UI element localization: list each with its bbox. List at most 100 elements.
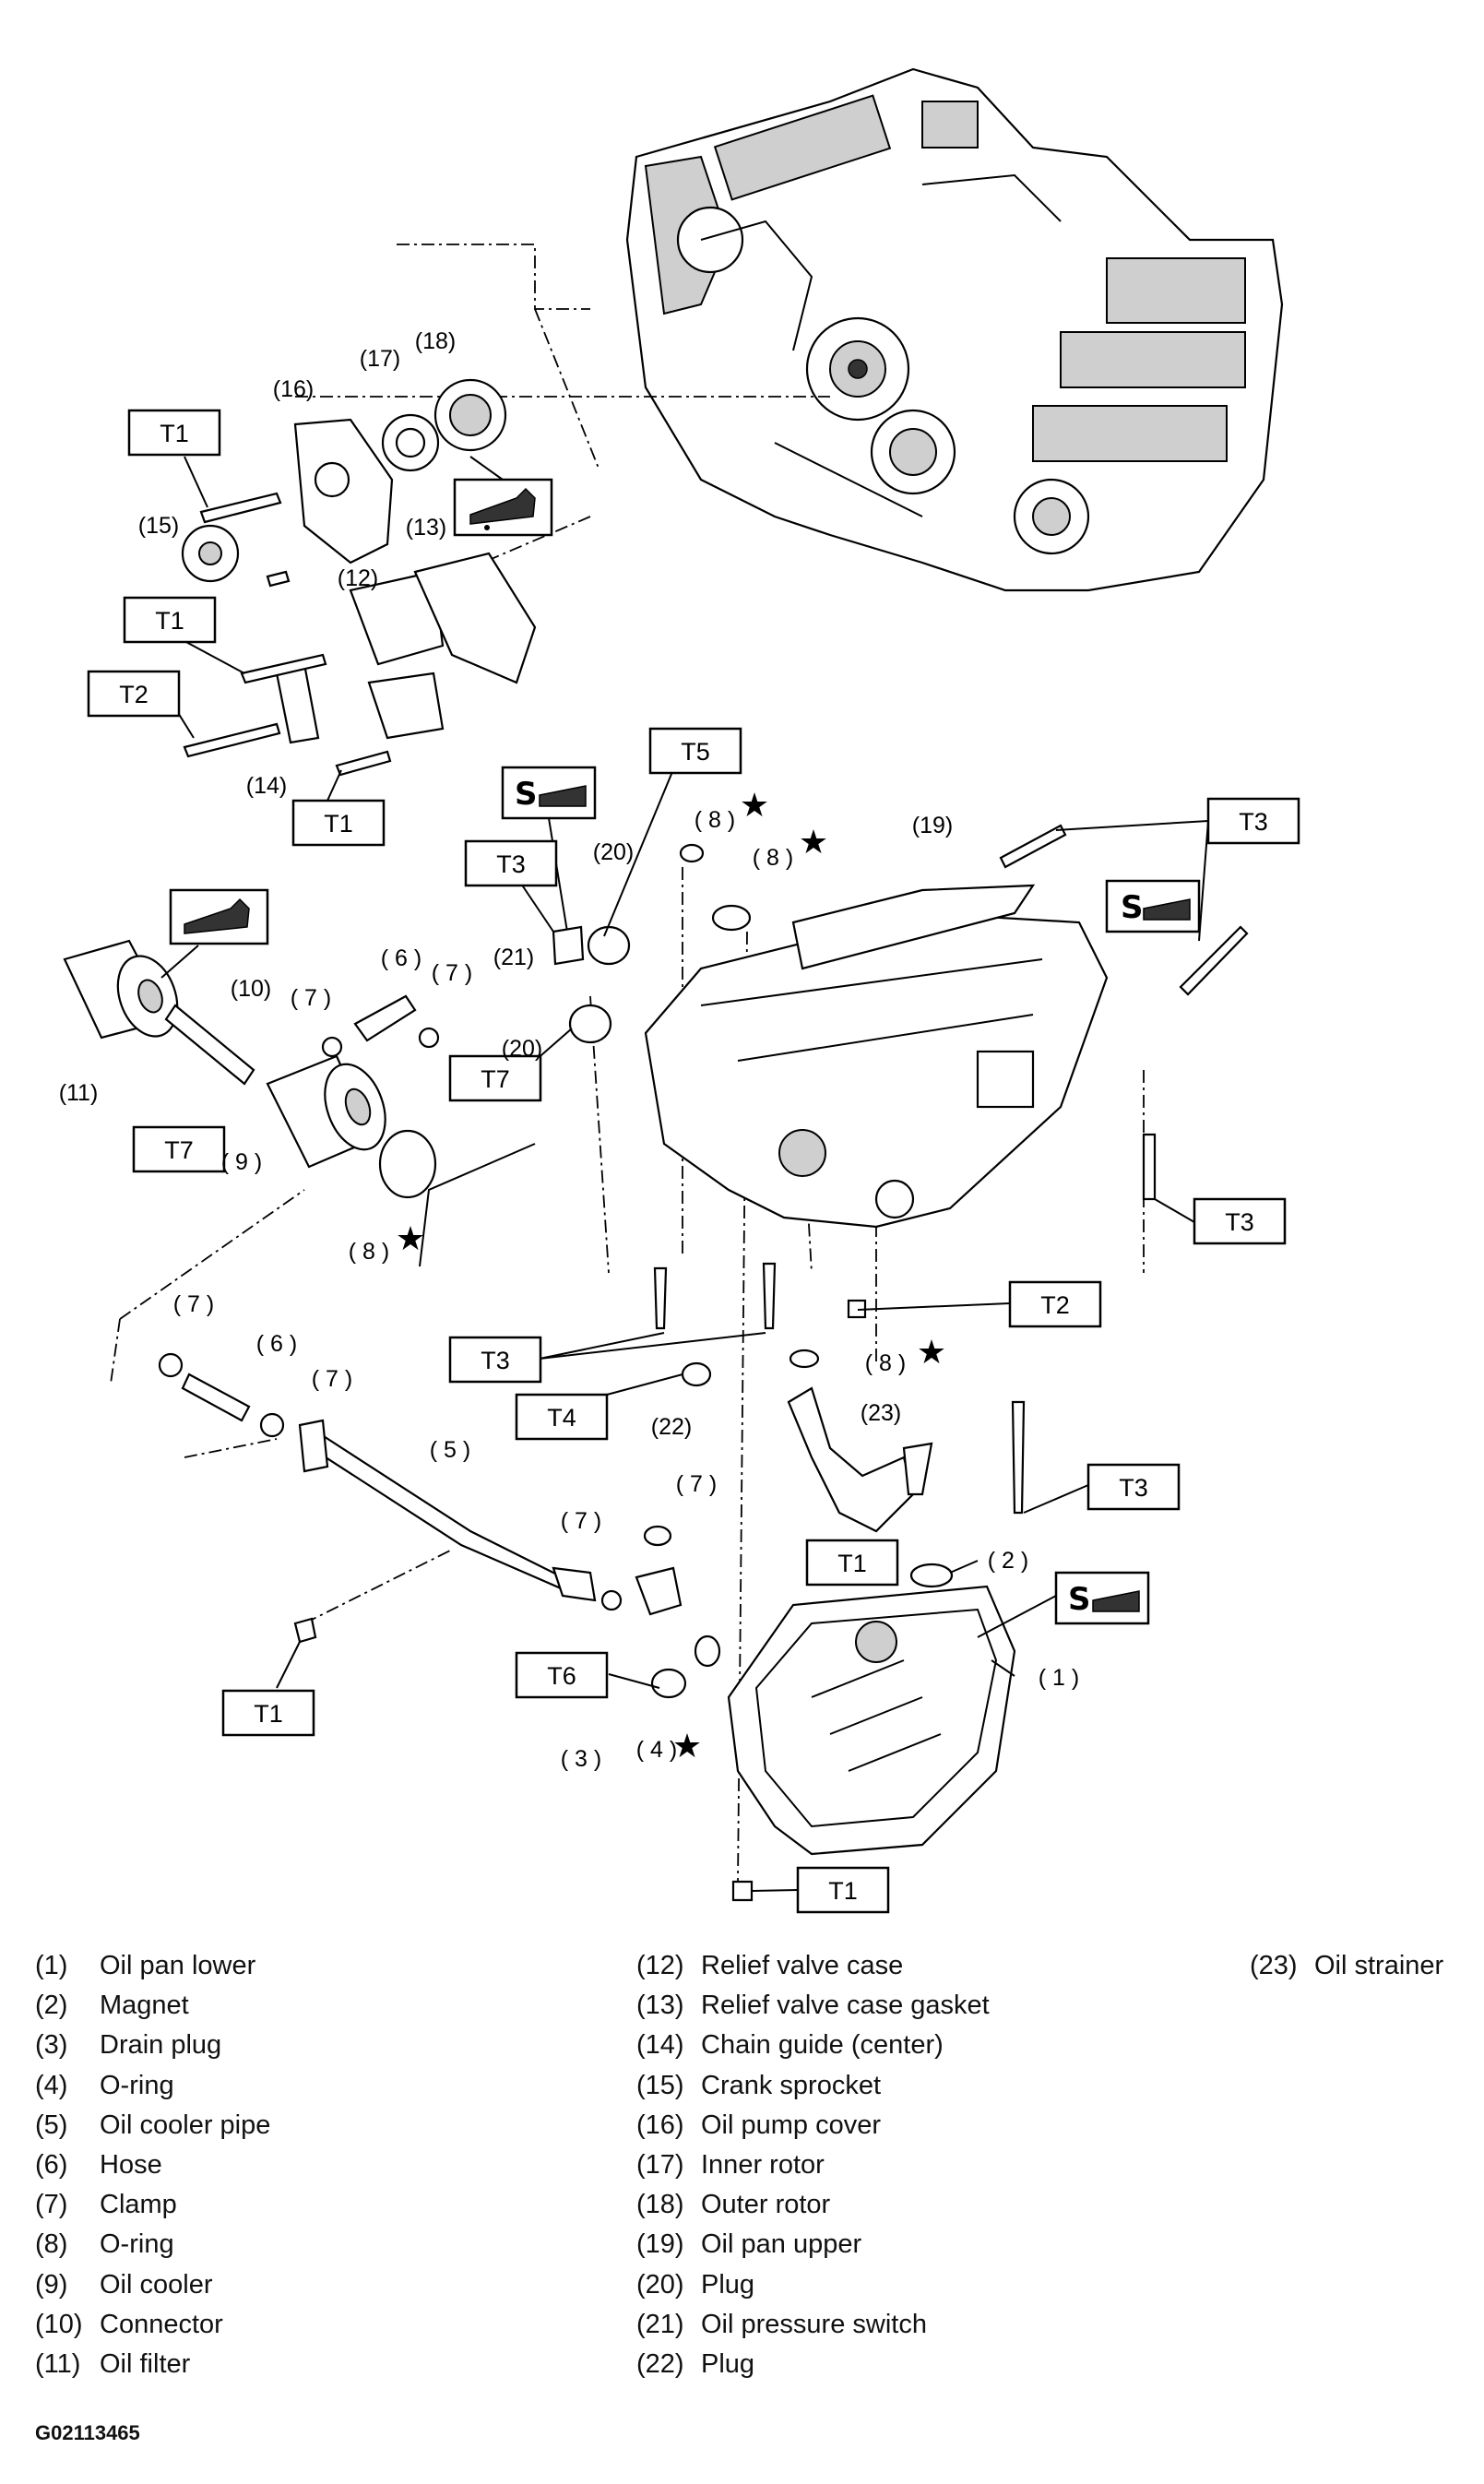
torque-label-t3-studs: T3 xyxy=(1206,797,1300,845)
legend-row: (22)Plug xyxy=(636,2349,990,2389)
legend-number: (18) xyxy=(636,2190,684,2220)
callout-7: ( 7 ) xyxy=(291,985,331,1011)
svg-text:T1: T1 xyxy=(828,1877,858,1905)
callout-7: ( 7 ) xyxy=(561,1508,601,1534)
sealant-symbol: S xyxy=(1105,879,1201,933)
legend-number: (12) xyxy=(636,1951,684,1980)
svg-text:S: S xyxy=(1068,1581,1091,1618)
legend-number: (7) xyxy=(35,2190,68,2220)
legend-number: (1) xyxy=(35,1951,68,1980)
oil-pan-upper-illustration xyxy=(644,824,1249,1229)
oil-application-symbol xyxy=(453,478,553,537)
legend-label: Drain plug xyxy=(100,2030,222,2061)
callout-11: (11) xyxy=(59,1080,99,1106)
torque-label-t3-lower-bolts: T3 xyxy=(448,1336,542,1384)
oil-cooler-pipe-illustration xyxy=(158,1352,683,1644)
svg-text:T4: T4 xyxy=(547,1404,576,1432)
legend-column-1: (1)Oil pan lower (2)Magnet (3)Drain plug… xyxy=(35,1951,270,2389)
oil-pump-group xyxy=(181,378,537,777)
callout-7: ( 7 ) xyxy=(676,1471,717,1497)
legend-label: O-ring xyxy=(100,2229,174,2260)
svg-text:T2: T2 xyxy=(1040,1291,1070,1319)
svg-text:T2: T2 xyxy=(119,681,148,708)
legend-column-3: (23) Oil strainer xyxy=(1250,1951,1443,1991)
legend-row: (15)Crank sprocket xyxy=(636,2071,990,2110)
star-icon: ★ xyxy=(672,1728,702,1765)
callout-2: ( 2 ) xyxy=(988,1548,1028,1574)
legend-row: (4)O-ring xyxy=(35,2071,270,2110)
legend-label: Relief valve case gasket xyxy=(701,1991,990,2021)
svg-text:T1: T1 xyxy=(155,607,184,635)
svg-text:T5: T5 xyxy=(681,738,710,766)
svg-text:T1: T1 xyxy=(254,1700,283,1728)
callout-3: ( 3 ) xyxy=(561,1746,601,1772)
legend-label: Plug xyxy=(701,2269,755,2300)
callout-12: (12) xyxy=(338,565,378,591)
legend-number: (23) xyxy=(1250,1951,1298,1980)
legend-number: (19) xyxy=(636,2229,684,2260)
legend-row: (3)Drain plug xyxy=(35,2030,270,2070)
torque-label-t1-pan-bottom: T1 xyxy=(796,1866,890,1914)
legend-label: Oil strainer xyxy=(1314,1951,1444,1980)
legend-row: (21)Oil pressure switch xyxy=(636,2310,990,2349)
legend-label: Oil cooler xyxy=(100,2269,213,2300)
legend-number: (17) xyxy=(636,2149,684,2180)
legend-row: (13)Relief valve case gasket xyxy=(636,1991,990,2030)
legend-label: Chain guide (center) xyxy=(701,2030,944,2061)
legend-row: (5) Oil cooler pipe xyxy=(35,2110,270,2150)
engine-block-illustration xyxy=(625,67,1284,592)
svg-text:T6: T6 xyxy=(547,1662,576,1690)
legend-label: Clamp xyxy=(100,2190,177,2220)
legend-row: (19)Oil pan upper xyxy=(636,2229,990,2269)
sealant-symbol: S xyxy=(1054,1571,1150,1625)
legend-label: Relief valve case xyxy=(701,1951,904,1980)
torque-label-t1-pump-cover: T1 xyxy=(123,596,217,644)
star-icon: ★ xyxy=(917,1334,946,1372)
legend-row: (16)Oil pump cover xyxy=(636,2110,990,2150)
star-icon: ★ xyxy=(740,787,769,825)
svg-text:T3: T3 xyxy=(481,1347,510,1374)
svg-text:T7: T7 xyxy=(164,1136,194,1164)
torque-label-t1-pump-sprocket: T1 xyxy=(127,409,221,457)
legend-row: (14)Chain guide (center) xyxy=(636,2030,990,2070)
star-icon: ★ xyxy=(799,824,828,862)
legend-label: Oil cooler pipe xyxy=(100,2110,271,2140)
svg-text:S: S xyxy=(1121,889,1144,926)
legend-label: Outer rotor xyxy=(701,2190,831,2220)
callout-7: ( 7 ) xyxy=(312,1366,352,1392)
svg-text:T7: T7 xyxy=(481,1065,510,1093)
legend-row: (8)O-ring xyxy=(35,2229,270,2269)
callout-14: (14) xyxy=(246,773,287,799)
torque-label-t7-connector: T7 xyxy=(132,1125,226,1173)
legend-number: (4) xyxy=(35,2070,68,2100)
legend-label: Connector xyxy=(100,2309,223,2339)
legend-label: Crank sprocket xyxy=(701,2070,882,2100)
callout-8: ( 8 ) xyxy=(695,807,735,833)
torque-label-t1-strainer: T1 xyxy=(805,1539,899,1587)
legend-row: (11)Oil filter xyxy=(35,2349,270,2389)
legend-row: (17)Inner rotor xyxy=(636,2150,990,2190)
svg-text:T1: T1 xyxy=(324,810,353,838)
legend-label: Magnet xyxy=(100,1991,189,2021)
svg-text:T3: T3 xyxy=(1119,1474,1148,1502)
bolts-center xyxy=(653,1133,1157,1515)
exploded-view-diagram: S S xyxy=(59,67,1300,1914)
legend-row: (23) Oil strainer xyxy=(1250,1951,1443,1991)
legend-number: (6) xyxy=(35,2149,68,2180)
legend-row: (7) Clamp xyxy=(35,2190,270,2229)
legend-number: (5) xyxy=(35,2110,68,2140)
legend-label: Oil pressure switch xyxy=(701,2309,927,2339)
torque-label-t1-pipe-bolt: T1 xyxy=(221,1689,315,1737)
svg-text:T1: T1 xyxy=(837,1550,867,1577)
svg-text:T3: T3 xyxy=(1225,1208,1254,1236)
callout-5: ( 5 ) xyxy=(430,1437,470,1463)
callout-15: (15) xyxy=(138,513,179,539)
svg-text:T1: T1 xyxy=(160,420,189,447)
legend-label: Hose xyxy=(100,2149,162,2180)
legend-number: (10) xyxy=(35,2309,83,2339)
callout-18: (18) xyxy=(415,328,456,354)
legend-label: Oil filter xyxy=(100,2348,191,2379)
legend-row: (1)Oil pan lower xyxy=(35,1951,270,1991)
oil-pan-lower-illustration xyxy=(650,1563,1016,1902)
callout-4: ( 4 ) xyxy=(636,1737,677,1763)
